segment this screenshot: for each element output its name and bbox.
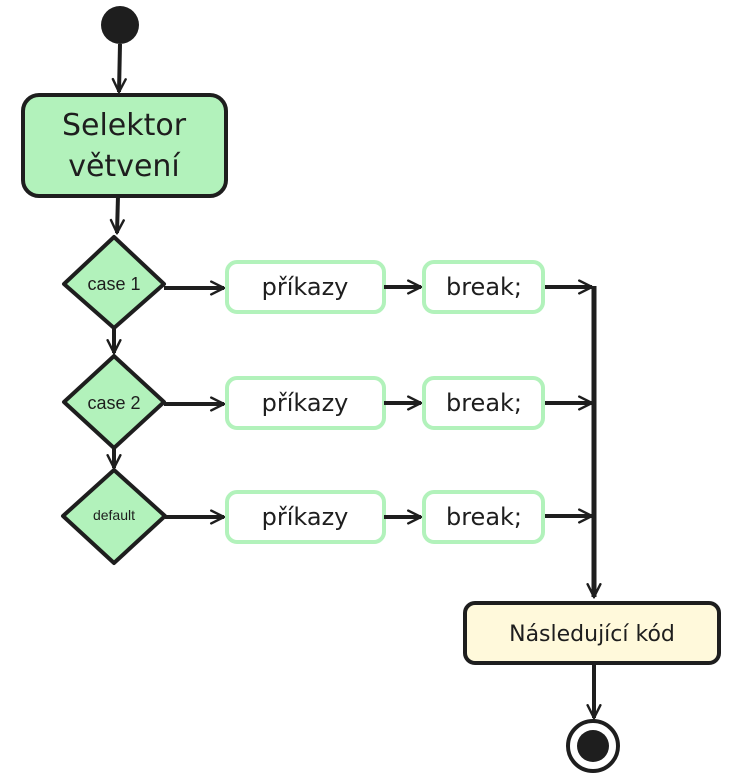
break-label: break;: [446, 273, 522, 301]
break-label: break;: [446, 389, 522, 417]
decision-label: case 2: [87, 393, 140, 413]
branch-case-1: case 1 příkazy break;: [62, 235, 592, 330]
branch-case-2: case 2 příkazy break;: [62, 354, 592, 450]
break-label: break;: [446, 503, 522, 531]
action-label: příkazy: [262, 273, 349, 301]
selector-label-line2: větvení: [68, 149, 181, 184]
break-box[interactable]: [422, 490, 545, 544]
connector: [117, 195, 118, 233]
next-code-label: Následující kód: [509, 622, 675, 647]
action-label: příkazy: [262, 389, 349, 417]
next-code-node[interactable]: Následující kód: [463, 601, 721, 665]
decision-default[interactable]: [61, 468, 167, 565]
start-icon: [101, 6, 139, 44]
branch-default: default příkazy break;: [61, 468, 592, 565]
selector-node[interactable]: Selektor větvení: [21, 93, 228, 198]
break-box[interactable]: [422, 376, 545, 430]
decision-label: case 1: [87, 274, 140, 294]
connector: [119, 43, 120, 92]
end-icon: [566, 719, 620, 773]
decision-label: default: [93, 507, 135, 523]
break-box[interactable]: [422, 260, 545, 314]
action-label: příkazy: [262, 503, 349, 531]
selector-label-line1: Selektor: [62, 108, 187, 143]
